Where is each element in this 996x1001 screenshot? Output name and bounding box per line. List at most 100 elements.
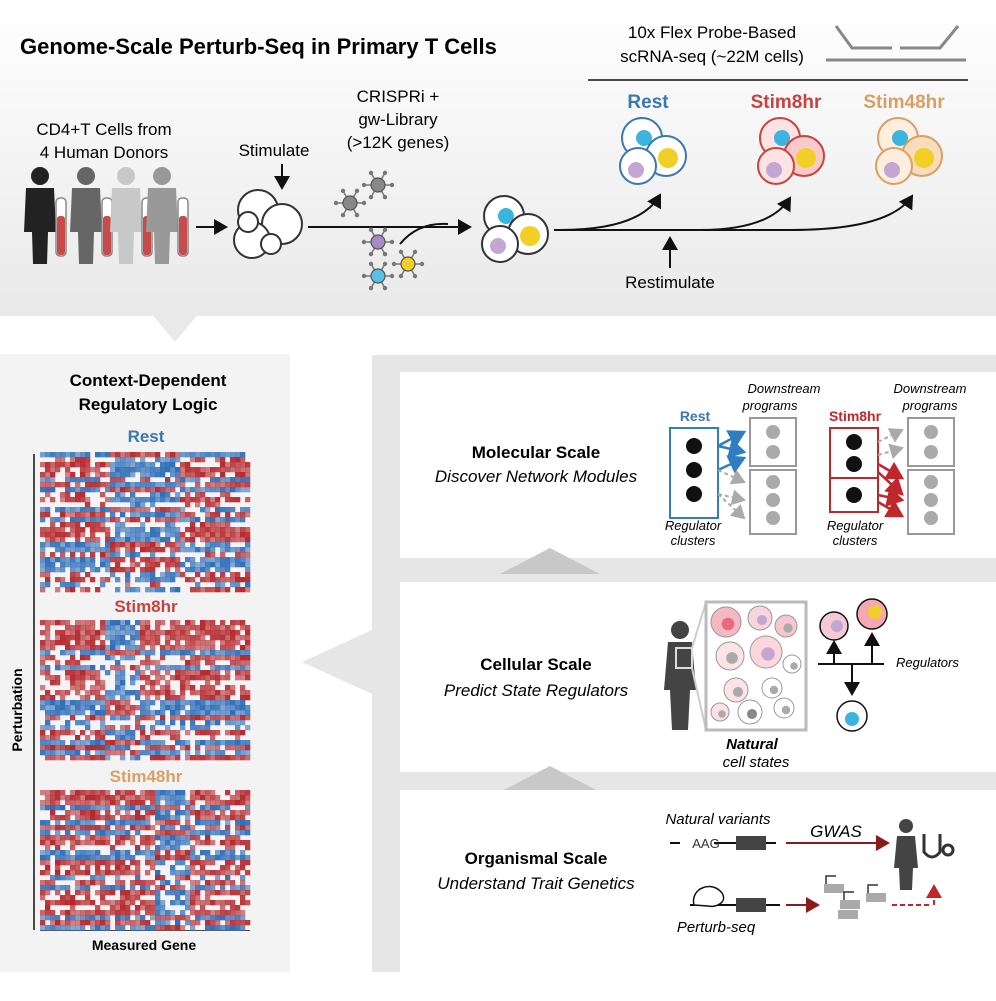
heatmap-cell xyxy=(50,542,56,548)
heatmap-cell xyxy=(205,750,211,756)
heatmap-cell xyxy=(40,532,46,538)
heatmap-cell xyxy=(175,880,181,886)
heatmap-cell xyxy=(230,467,236,473)
heatmap-cell xyxy=(240,562,246,568)
heatmap-cell xyxy=(110,512,116,518)
heatmap-cell xyxy=(40,630,46,636)
heatmap-cell xyxy=(130,630,136,636)
heatmap-cell xyxy=(145,497,151,503)
molecular-up-arrow xyxy=(500,548,600,574)
heatmap-cell xyxy=(40,497,46,503)
heatmap-cell xyxy=(155,472,161,478)
heatmap-cell xyxy=(170,577,176,583)
condition-label: Stim8hr xyxy=(751,92,822,113)
heatmap-cell xyxy=(85,542,91,548)
heatmap-cell xyxy=(120,477,126,483)
heatmap-cell xyxy=(120,635,126,641)
heatmap-cell xyxy=(145,860,151,866)
heatmap-cell xyxy=(95,905,101,911)
heatmap-cell xyxy=(85,502,91,508)
heatmap-cell xyxy=(75,790,81,796)
heatmap-cell xyxy=(160,620,166,626)
heatmap-cell xyxy=(200,562,206,568)
heatmap-cell xyxy=(240,705,246,711)
heatmap-cell xyxy=(115,660,121,666)
heatmap-cell xyxy=(45,740,51,746)
heatmap-cell xyxy=(100,685,106,691)
heatmap-cell xyxy=(185,855,191,861)
heatmap-cell xyxy=(190,900,196,906)
heatmap-cell xyxy=(170,527,176,533)
heatmap-cell xyxy=(55,700,61,706)
heatmap-cell xyxy=(60,885,66,891)
heatmap-cell xyxy=(40,880,46,886)
heatmap-cell xyxy=(65,630,71,636)
heatmap-cell xyxy=(125,572,131,578)
heatmap-cell xyxy=(170,587,176,593)
heatmap-cell xyxy=(95,690,101,696)
heatmap-cell xyxy=(170,790,176,796)
heatmap-cell xyxy=(210,522,216,528)
heatmap-cell xyxy=(175,635,181,641)
heatmap-cell xyxy=(85,462,91,468)
heatmap-cell xyxy=(70,567,76,573)
heatmap-cell xyxy=(100,472,106,478)
heatmap-cell xyxy=(170,517,176,523)
heatmap-cell xyxy=(215,825,221,831)
heatmap-cell xyxy=(245,655,251,661)
heatmap-cell xyxy=(110,557,116,563)
heatmap-cell xyxy=(85,645,91,651)
heatmap-cell xyxy=(60,630,66,636)
heatmap-cell xyxy=(225,527,231,533)
heatmap-cell xyxy=(85,635,91,641)
heatmap-cell xyxy=(125,740,131,746)
heatmap-cell xyxy=(40,735,46,741)
heatmap-cell xyxy=(240,547,246,553)
heatmap-cell xyxy=(205,512,211,518)
heatmap-cell xyxy=(50,645,56,651)
heatmap-cell xyxy=(205,625,211,631)
heatmap-cell xyxy=(215,890,221,896)
heatmap-cell xyxy=(190,890,196,896)
heatmap-cell xyxy=(65,800,71,806)
heatmap-cell xyxy=(220,645,226,651)
heatmap-cell xyxy=(120,895,126,901)
heatmap-cell xyxy=(85,620,91,626)
heatmap-cell xyxy=(200,820,206,826)
heatmap-cell xyxy=(75,557,81,563)
heatmap-cell xyxy=(160,645,166,651)
heatmap-cell xyxy=(225,645,231,651)
heatmap-cell xyxy=(60,577,66,583)
heatmap-cell xyxy=(150,452,156,458)
heatmap-cell xyxy=(75,547,81,553)
heatmap-cell xyxy=(50,735,56,741)
heatmap-cell xyxy=(95,855,101,861)
heatmap-cell xyxy=(110,715,116,721)
heatmap-cell xyxy=(115,850,121,856)
heatmap-cell xyxy=(175,805,181,811)
heatmap-cell xyxy=(235,835,241,841)
heatmap-cell xyxy=(190,830,196,836)
heatmap-cell xyxy=(200,730,206,736)
heatmap-cell xyxy=(80,547,86,553)
heatmap-cell xyxy=(225,790,231,796)
heatmap-cell xyxy=(130,795,136,801)
heatmap-cell xyxy=(210,640,216,646)
heatmap-cell xyxy=(160,905,166,911)
heatmap-cell xyxy=(225,845,231,851)
heatmap-cell xyxy=(115,472,121,478)
heatmap-cell xyxy=(45,532,51,538)
heatmap-cell xyxy=(215,745,221,751)
heatmap-cell xyxy=(50,472,56,478)
heatmap-cell xyxy=(65,640,71,646)
heatmap-cell xyxy=(150,547,156,553)
heatmap-cell xyxy=(175,517,181,523)
heatmap-cell xyxy=(145,562,151,568)
heatmap-cell xyxy=(55,925,61,931)
cellular-state-diagram: Natural cell states Regulators xyxy=(664,598,959,771)
heatmap-cell xyxy=(130,517,136,523)
heatmap-cell xyxy=(235,700,241,706)
heatmap-cell xyxy=(245,572,251,578)
heatmap-cell xyxy=(175,925,181,931)
heatmap-cell xyxy=(40,552,46,558)
